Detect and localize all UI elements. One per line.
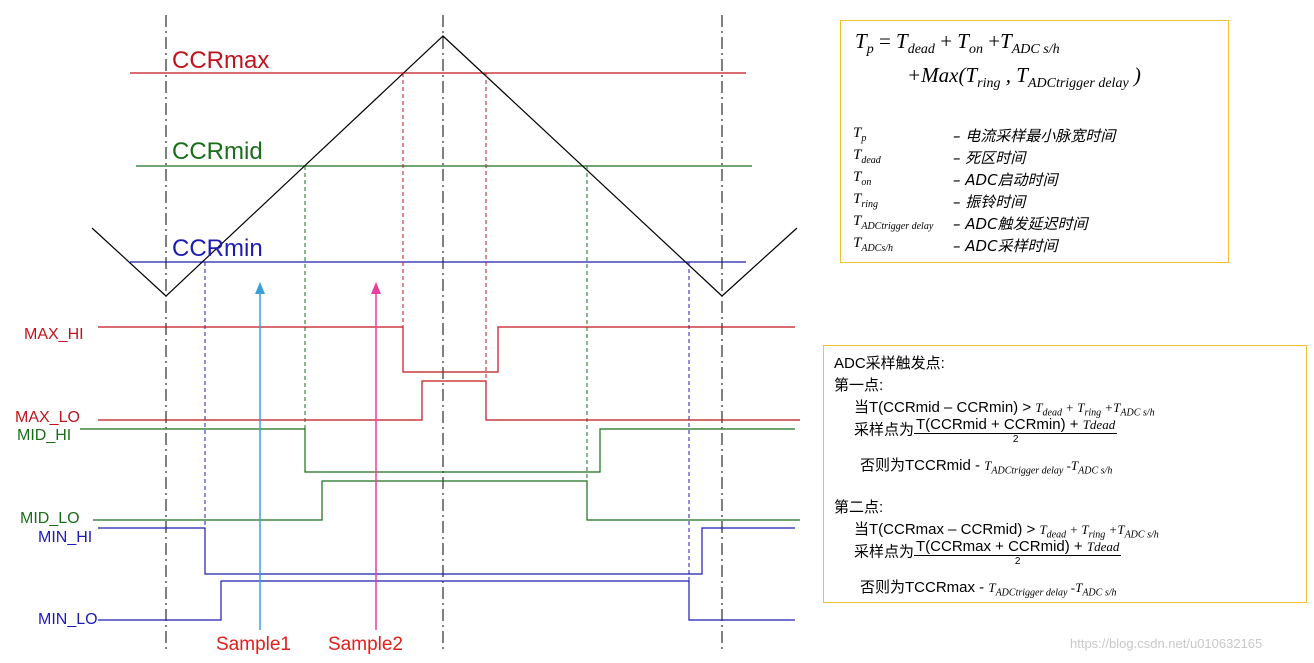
pwm-timing-diagram: CCRmax CCRmid CCRmin MAX_HI MAX_LO MID_H…: [15, 15, 800, 655]
triangle-carrier: [91, 35, 798, 297]
trigger-box: ADC采样触发点: 第一点: 当T(CCRmid – CCRmin) > Tde…: [823, 345, 1307, 603]
ccr-min-label: CCRmin: [172, 235, 263, 262]
definition-tadcsh: TADCs/h – ADC采样时间: [853, 235, 1058, 255]
formula-line-1: Tp = Tdead + Ton +TADC s/h: [855, 29, 1060, 58]
reference-lines: [165, 15, 723, 650]
definition-tdead: Tdead – 死区时间: [853, 147, 1026, 167]
min-hi-label: MIN_HI: [38, 529, 92, 546]
min-hi-waveform: [98, 527, 795, 575]
mid-lo-waveform: [93, 480, 800, 521]
formula-line-2: +Max(Tring , TADCtrigger delay ): [907, 63, 1141, 92]
max-lo-label: MAX_LO: [15, 409, 80, 426]
definition-tadctrigger: TADCtrigger delay – ADC触发延迟时间: [853, 213, 1088, 233]
mid-lo-label: MID_LO: [20, 510, 80, 527]
first-point-condition: 当T(CCRmid – CCRmin) > Tdead + Tring +TAD…: [854, 399, 1155, 419]
definition-ton: Ton – ADC启动时间: [853, 169, 1058, 189]
formula-box: Tp = Tdead + Ton +TADC s/h +Max(Tring , …: [840, 20, 1229, 263]
min-lo-waveform: [98, 580, 795, 621]
first-point-heading: 第一点:: [834, 377, 884, 394]
sample2-label: Sample2: [328, 634, 403, 655]
projection-lines: [204, 73, 690, 620]
ccr-max-label: CCRmax: [172, 47, 269, 74]
max-hi-label: MAX_HI: [24, 326, 84, 343]
sample1-label: Sample1: [216, 634, 291, 655]
trigger-title: ADC采样触发点:: [834, 355, 945, 372]
mid-hi-label: MID_HI: [17, 427, 71, 444]
watermark: https://blog.csdn.net/u010632165: [1070, 636, 1263, 651]
max-hi-waveform: [98, 326, 795, 373]
sample1-arrow: [255, 282, 265, 630]
ccr-mid-label: CCRmid: [172, 138, 263, 165]
second-point-heading: 第二点:: [834, 499, 884, 516]
sample2-arrow: [371, 282, 381, 630]
definition-tring: Tring – 振铃时间: [853, 191, 1026, 211]
mid-hi-waveform: [80, 428, 795, 473]
max-lo-waveform: [98, 380, 800, 421]
second-point-condition: 当T(CCRmax – CCRmid) > Tdead + Tring +TAD…: [854, 521, 1159, 541]
definition-tp: Tp – 电流采样最小脉宽时间: [853, 125, 1116, 145]
min-lo-label: MIN_LO: [38, 611, 98, 628]
first-point-else: 否则为TCCRmid - TADCtrigger delay -TADC s/h: [860, 457, 1113, 477]
second-point-else: 否则为TCCRmax - TADCtrigger delay -TADC s/h: [860, 579, 1117, 599]
